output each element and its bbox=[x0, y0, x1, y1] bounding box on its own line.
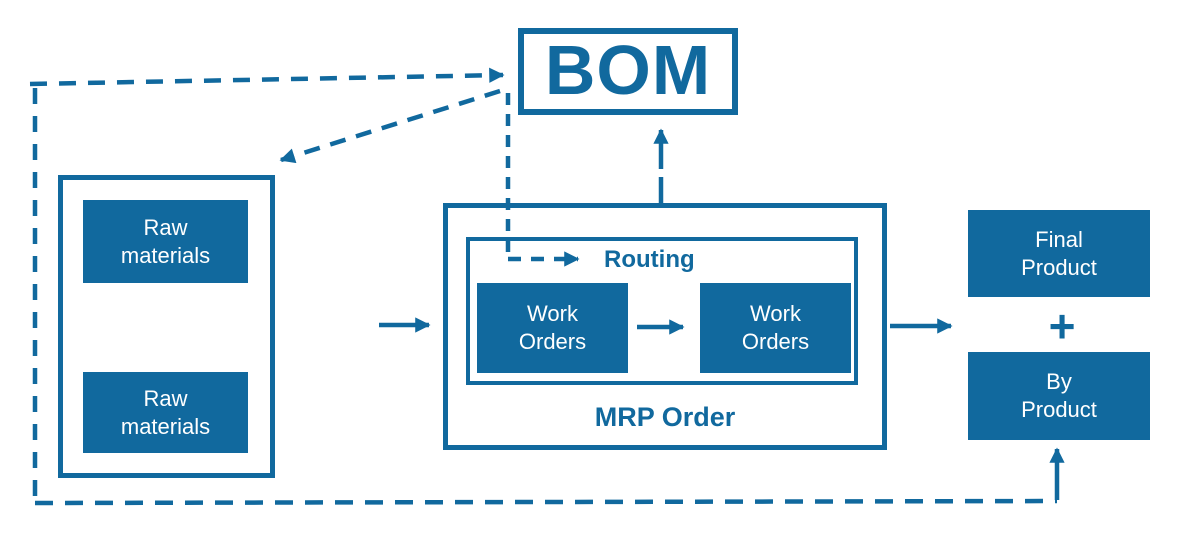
raw-materials-label-2: Raw materials bbox=[120, 385, 211, 439]
work-orders-box-1: Work Orders bbox=[477, 283, 628, 373]
mrp-order-label: MRP Order bbox=[594, 402, 736, 432]
mrp-order-box bbox=[443, 203, 887, 450]
final-product-label: Final Product bbox=[1021, 226, 1097, 280]
raw-materials-box-2: Raw materials bbox=[83, 372, 248, 453]
work-orders-box-2: Work Orders bbox=[700, 283, 851, 373]
raw-materials-group-box bbox=[58, 175, 275, 478]
plus-sign: + bbox=[1048, 300, 1076, 352]
work-orders-label-2: Work Orders bbox=[741, 301, 810, 354]
by-product-box: By Product bbox=[968, 352, 1150, 440]
dashed-arrow-bom-to-raw-materials bbox=[279, 88, 501, 164]
bom-box: BOM bbox=[518, 28, 738, 115]
raw-materials-label-1: Raw materials bbox=[120, 214, 211, 268]
final-product-box: Final Product bbox=[968, 210, 1150, 297]
by-product-label: By Product bbox=[1021, 369, 1097, 422]
bom-label: BOM bbox=[544, 30, 712, 109]
dashed-line-loop-bottom bbox=[34, 498, 1058, 506]
work-orders-label-1: Work Orders bbox=[518, 301, 587, 354]
dashed-arrow-loop-to-bom bbox=[29, 67, 505, 87]
routing-label: Routing bbox=[604, 246, 695, 273]
routing-box bbox=[466, 237, 858, 385]
raw-materials-box-1: Raw materials bbox=[83, 200, 248, 283]
